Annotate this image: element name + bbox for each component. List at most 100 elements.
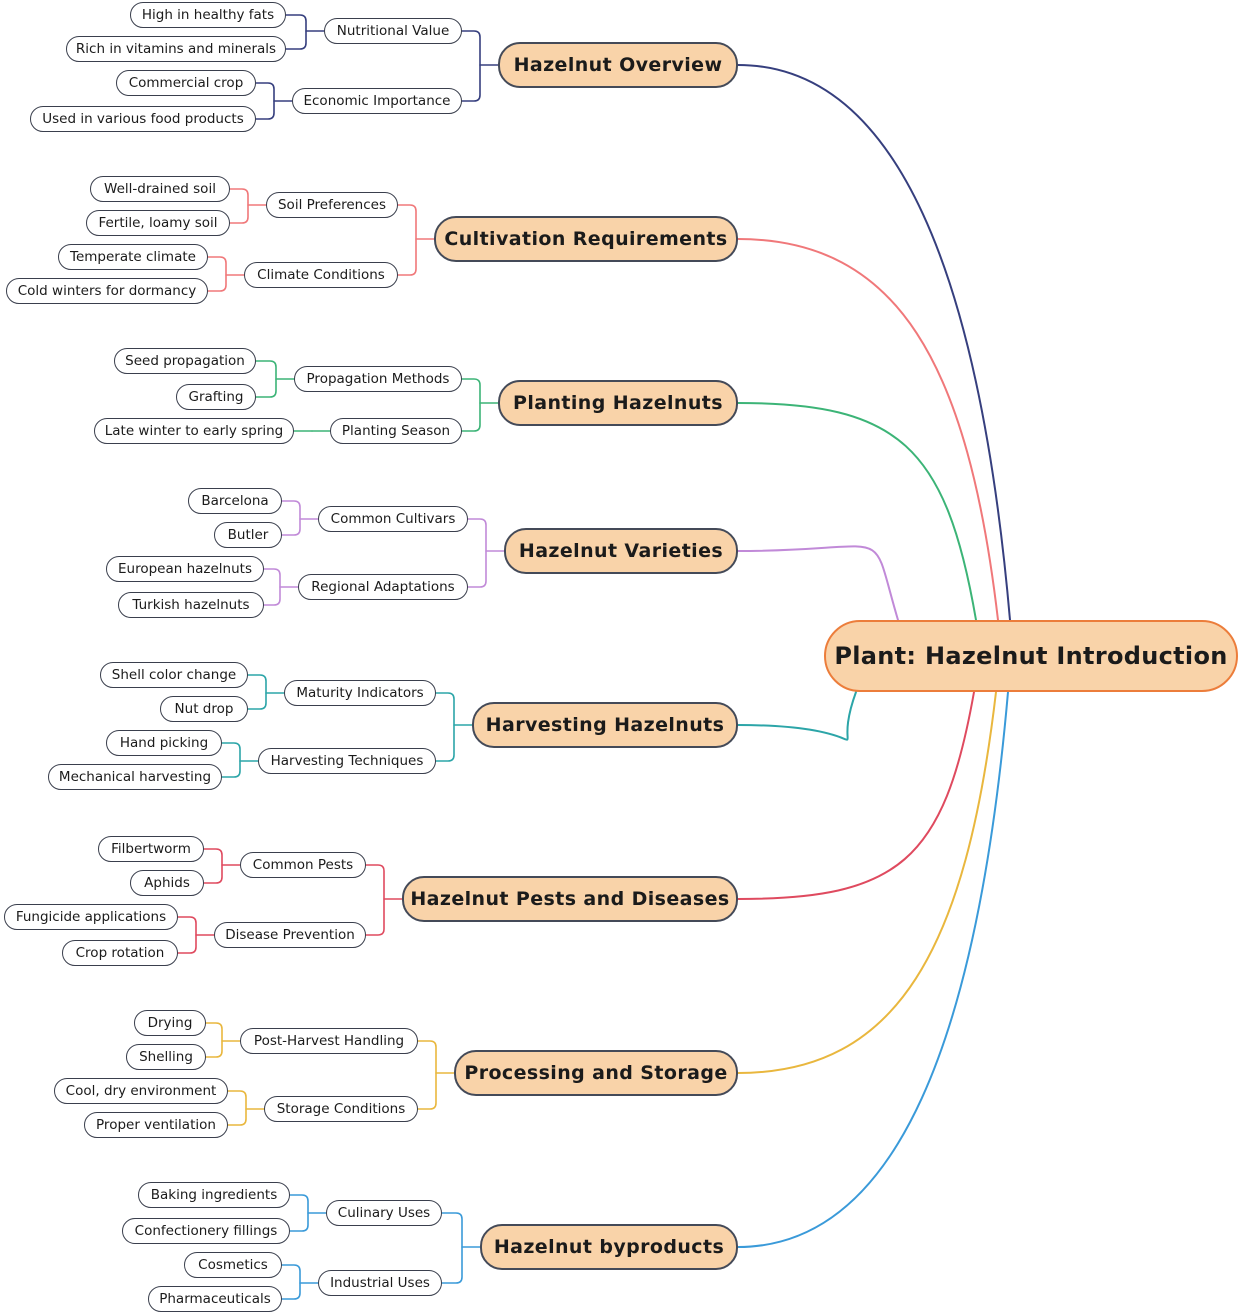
subtopic-nutritional-value[interactable]: Nutritional Value — [324, 18, 462, 44]
subtopic-storage-conditions[interactable]: Storage Conditions — [264, 1096, 418, 1122]
main-topic-processing-and-storage-label: Processing and Storage — [464, 1062, 728, 1084]
main-topic-hazelnut-overview[interactable]: Hazelnut Overview — [498, 42, 738, 88]
main-topic-cultivation-requirements[interactable]: Cultivation Requirements — [434, 216, 738, 262]
leaf-proper-ventilation-label: Proper ventilation — [96, 1117, 216, 1133]
sub-link-disease-prevention-bracket — [177, 916, 197, 954]
leaf-crop-rotation[interactable]: Crop rotation — [62, 940, 178, 966]
subtopic-planting-season-label: Planting Season — [341, 423, 451, 439]
leaf-hand-picking-label: Hand picking — [119, 735, 209, 751]
main-topic-hazelnut-varieties[interactable]: Hazelnut Varieties — [504, 528, 738, 574]
subtopic-soil-preferences[interactable]: Soil Preferences — [266, 192, 398, 218]
subtopic-disease-prevention-label: Disease Prevention — [225, 927, 355, 943]
leaf-used-in-various-food-products[interactable]: Used in various food products — [30, 106, 256, 132]
leaf-cold-winters-for-dormancy-label: Cold winters for dormancy — [17, 283, 197, 299]
sub-link-nutritional-value-bracket — [285, 14, 307, 50]
leaf-shelling-label: Shelling — [139, 1049, 193, 1065]
root-link-hazelnut-pests-and-diseases — [737, 691, 975, 900]
root-link-hazelnut-byproducts — [737, 691, 1009, 1248]
leaf-late-winter-to-early-spring[interactable]: Late winter to early spring — [94, 418, 294, 444]
subtopic-industrial-uses[interactable]: Industrial Uses — [318, 1270, 442, 1296]
leaf-butler[interactable]: Butler — [214, 522, 282, 548]
sub-link-economic-importance-bracket — [255, 82, 275, 120]
leaf-temperate-climate-label: Temperate climate — [70, 249, 196, 265]
leaf-baking-ingredients[interactable]: Baking ingredients — [138, 1182, 290, 1208]
subtopic-post-harvest-handling-label: Post-Harvest Handling — [253, 1033, 405, 1049]
leaf-confectionery-fillings-label: Confectionery fillings — [134, 1223, 278, 1239]
leaf-shell-color-change-label: Shell color change — [111, 667, 237, 683]
main-link-harvesting-hazelnuts-bracket — [435, 692, 455, 762]
leaf-rich-in-vitamins-and-minerals[interactable]: Rich in vitamins and minerals — [66, 36, 286, 62]
main-topic-cultivation-requirements-label: Cultivation Requirements — [444, 228, 728, 250]
leaf-shell-color-change[interactable]: Shell color change — [100, 662, 248, 688]
leaf-filbertworm[interactable]: Filbertworm — [98, 836, 204, 862]
sub-link-industrial-uses-bracket — [281, 1264, 301, 1300]
leaf-drying[interactable]: Drying — [134, 1010, 206, 1036]
leaf-high-in-healthy-fats[interactable]: High in healthy fats — [130, 2, 286, 28]
root-link-cultivation-requirements — [737, 238, 999, 621]
main-link-cultivation-requirements-bracket — [397, 204, 417, 276]
leaf-aphids[interactable]: Aphids — [130, 870, 204, 896]
subtopic-industrial-uses-label: Industrial Uses — [330, 1275, 430, 1291]
leaf-fungicide-applications[interactable]: Fungicide applications — [4, 904, 178, 930]
leaf-pharmaceuticals-label: Pharmaceuticals — [159, 1291, 271, 1307]
leaf-cosmetics[interactable]: Cosmetics — [184, 1252, 282, 1278]
sub-link-storage-conditions-bracket — [227, 1090, 247, 1126]
subtopic-economic-importance[interactable]: Economic Importance — [292, 88, 462, 114]
subtopic-regional-adaptations[interactable]: Regional Adaptations — [298, 574, 468, 600]
leaf-confectionery-fillings[interactable]: Confectionery fillings — [122, 1218, 290, 1244]
main-topic-planting-hazelnuts[interactable]: Planting Hazelnuts — [498, 380, 738, 426]
main-topic-harvesting-hazelnuts[interactable]: Harvesting Hazelnuts — [472, 702, 738, 748]
leaf-grafting[interactable]: Grafting — [176, 384, 256, 410]
subtopic-climate-conditions[interactable]: Climate Conditions — [244, 262, 398, 288]
leaf-filbertworm-label: Filbertworm — [111, 841, 191, 857]
leaf-mechanical-harvesting[interactable]: Mechanical harvesting — [48, 764, 222, 790]
leaf-well-drained-soil[interactable]: Well-drained soil — [90, 176, 230, 202]
leaf-commercial-crop[interactable]: Commercial crop — [116, 70, 256, 96]
subtopic-common-pests-label: Common Pests — [252, 857, 354, 873]
subtopic-economic-importance-label: Economic Importance — [303, 93, 451, 109]
subtopic-culinary-uses[interactable]: Culinary Uses — [326, 1200, 442, 1226]
sub-link-soil-preferences-bracket — [229, 188, 249, 224]
leaf-european-hazelnuts[interactable]: European hazelnuts — [106, 556, 264, 582]
leaf-cool-dry-environment[interactable]: Cool, dry environment — [54, 1078, 228, 1104]
leaf-nut-drop[interactable]: Nut drop — [160, 696, 248, 722]
leaf-cold-winters-for-dormancy[interactable]: Cold winters for dormancy — [6, 278, 208, 304]
leaf-proper-ventilation[interactable]: Proper ventilation — [84, 1112, 228, 1138]
main-topic-planting-hazelnuts-label: Planting Hazelnuts — [513, 392, 723, 414]
subtopic-post-harvest-handling[interactable]: Post-Harvest Handling — [240, 1028, 418, 1054]
subtopic-planting-season[interactable]: Planting Season — [330, 418, 462, 444]
sub-link-propagation-methods-bracket — [255, 360, 277, 398]
root-link-hazelnut-overview — [737, 64, 1011, 621]
main-topic-processing-and-storage[interactable]: Processing and Storage — [454, 1050, 738, 1096]
subtopic-culinary-uses-label: Culinary Uses — [337, 1205, 431, 1221]
sub-link-culinary-uses-bracket — [289, 1194, 309, 1232]
leaf-hand-picking[interactable]: Hand picking — [106, 730, 222, 756]
subtopic-disease-prevention[interactable]: Disease Prevention — [214, 922, 366, 948]
leaf-fertile-loamy-soil[interactable]: Fertile, loamy soil — [86, 210, 230, 236]
sub-link-climate-conditions-bracket — [207, 256, 227, 292]
leaf-shelling[interactable]: Shelling — [126, 1044, 206, 1070]
main-topic-hazelnut-byproducts[interactable]: Hazelnut byproducts — [480, 1224, 738, 1270]
leaf-turkish-hazelnuts[interactable]: Turkish hazelnuts — [118, 592, 264, 618]
subtopic-common-pests[interactable]: Common Pests — [240, 852, 366, 878]
main-topic-harvesting-hazelnuts-label: Harvesting Hazelnuts — [485, 714, 725, 736]
main-topic-hazelnut-pests-and-diseases[interactable]: Hazelnut Pests and Diseases — [402, 876, 738, 922]
subtopic-nutritional-value-label: Nutritional Value — [336, 23, 450, 39]
subtopic-regional-adaptations-label: Regional Adaptations — [311, 579, 455, 595]
main-link-hazelnut-byproducts-bracket — [441, 1212, 463, 1284]
leaf-seed-propagation-label: Seed propagation — [125, 353, 245, 369]
root-topic[interactable]: Plant: Hazelnut Introduction — [824, 620, 1238, 692]
subtopic-maturity-indicators[interactable]: Maturity Indicators — [284, 680, 436, 706]
main-link-hazelnut-pests-and-diseases-bracket — [365, 864, 385, 936]
subtopic-propagation-methods[interactable]: Propagation Methods — [294, 366, 462, 392]
sub-link-common-pests-bracket — [203, 848, 223, 884]
leaf-barcelona[interactable]: Barcelona — [188, 488, 282, 514]
subtopic-common-cultivars[interactable]: Common Cultivars — [318, 506, 468, 532]
sub-link-harvesting-techniques-bracket — [221, 742, 241, 778]
leaf-mechanical-harvesting-label: Mechanical harvesting — [58, 769, 212, 785]
subtopic-harvesting-techniques[interactable]: Harvesting Techniques — [258, 748, 436, 774]
sub-link-post-harvest-handling-bracket — [205, 1022, 223, 1058]
leaf-temperate-climate[interactable]: Temperate climate — [58, 244, 208, 270]
leaf-seed-propagation[interactable]: Seed propagation — [114, 348, 256, 374]
leaf-pharmaceuticals[interactable]: Pharmaceuticals — [148, 1286, 282, 1312]
